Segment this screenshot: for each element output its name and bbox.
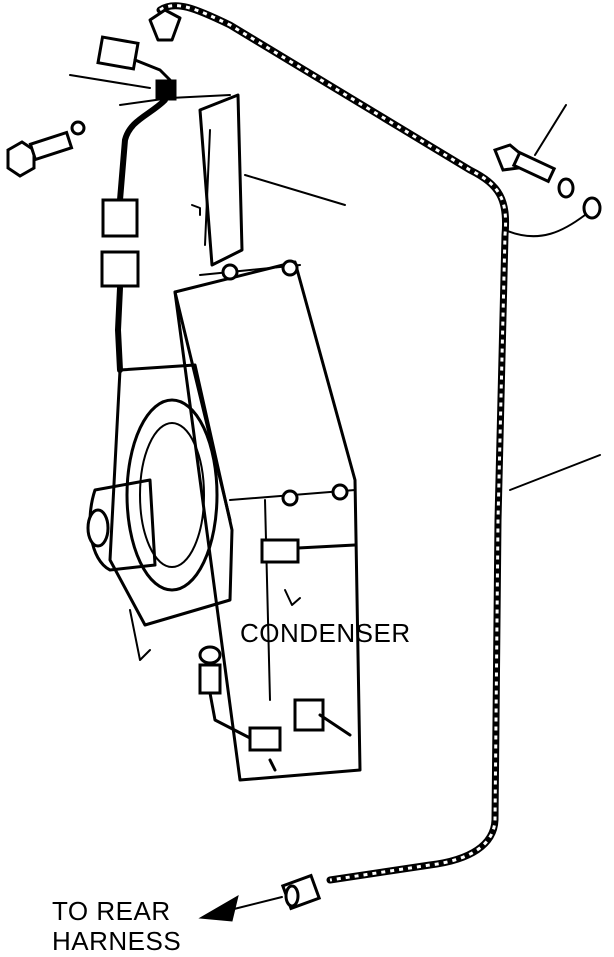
to-rear-harness-label: TO REAR HARNESS <box>52 896 181 956</box>
to-rear-harness-line2: HARNESS <box>52 926 182 956</box>
rear-harness-end <box>198 873 322 922</box>
condenser-label: CONDENSER <box>240 618 411 648</box>
condenser-body <box>173 259 362 782</box>
callout-lines <box>509 454 601 491</box>
wiring-harness <box>156 2 510 884</box>
mounting-bracket <box>191 93 346 267</box>
ground-bolt-assembly <box>493 104 602 238</box>
left-harness-branch <box>100 97 168 373</box>
left-bolt <box>6 120 86 178</box>
to-rear-harness-line1: TO REAR <box>52 896 171 926</box>
lower-fittings <box>198 538 357 772</box>
fan-assembly <box>86 363 234 661</box>
top-connector-cluster <box>69 8 231 106</box>
